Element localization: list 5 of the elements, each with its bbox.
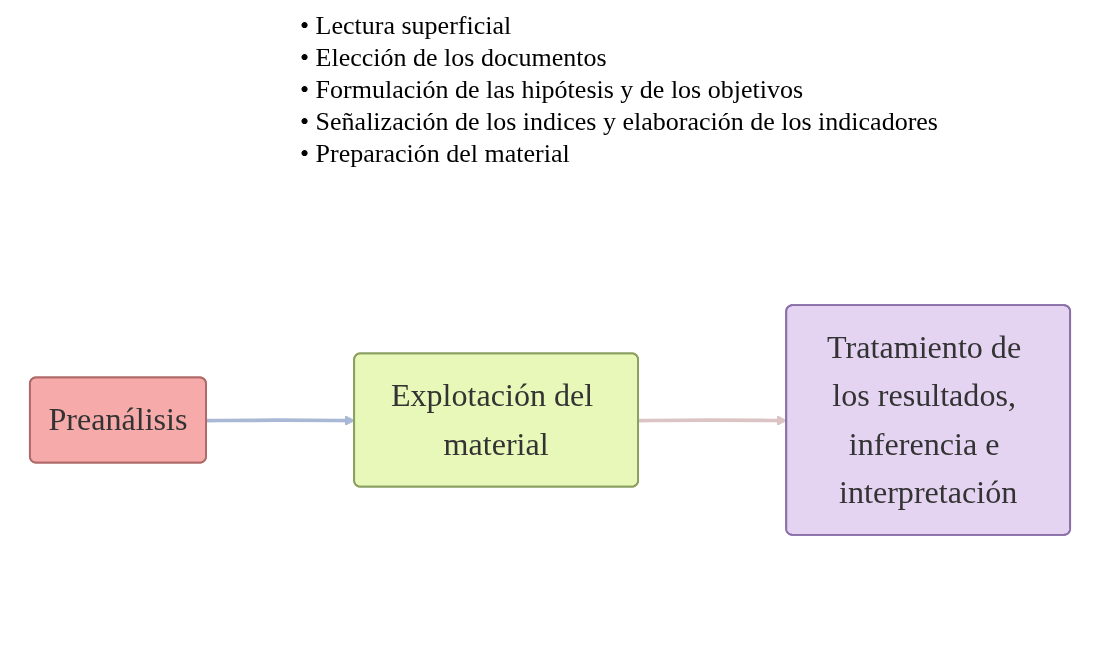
bullet-item: • Lectura superficial [300,10,512,42]
bullet-item: • Preparación del material [300,138,570,170]
bullet-item: • Formulación de las hipótesis y de los objetivos [300,74,804,106]
bullet-item: • Señalización de los indices y elaboración de los indicadores [300,106,938,138]
bullet-item: • Elección de los documentos [300,42,607,74]
